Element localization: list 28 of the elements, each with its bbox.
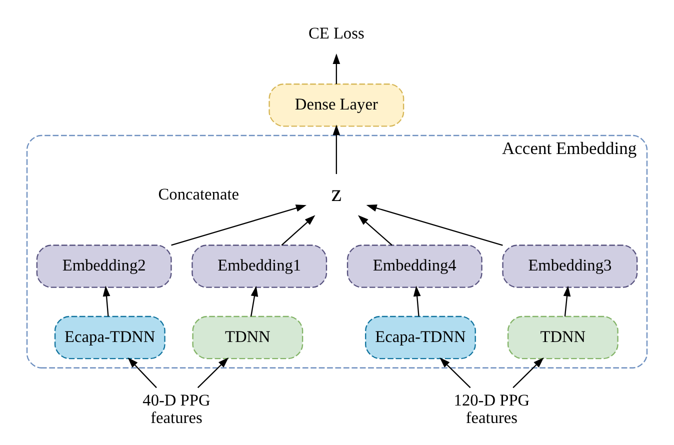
- node-text: 40-D PPG features: [142, 390, 210, 427]
- arrow: [128, 357, 157, 388]
- node-box: TDNN: [507, 316, 618, 360]
- arrow: [413, 286, 421, 316]
- arrow: [250, 286, 258, 316]
- node-box: Embedding1: [192, 244, 328, 288]
- node-box: Embedding4: [346, 244, 482, 288]
- arrow: [512, 357, 544, 388]
- arrow: [281, 215, 316, 246]
- arrow: [440, 357, 471, 388]
- arrow: [171, 204, 306, 246]
- node-box: Ecapa-TDNN: [54, 316, 166, 360]
- arrow: [332, 53, 340, 84]
- node-text: z: [331, 180, 342, 207]
- node-box: Embedding3: [502, 244, 638, 288]
- node-box: TDNN: [192, 316, 304, 360]
- node-text: 120-D PPG features: [454, 390, 530, 427]
- arrow: [366, 204, 503, 246]
- node-box: Dense Layer: [268, 84, 404, 127]
- arrow: [197, 357, 229, 388]
- arrow: [102, 286, 110, 316]
- arrow: [332, 124, 340, 174]
- arrow: [358, 215, 392, 246]
- node-box: Embedding2: [36, 244, 172, 288]
- node-text: CE Loss: [308, 23, 364, 42]
- node-box: Ecapa-TDNN: [365, 316, 476, 360]
- arrow: [563, 286, 571, 316]
- label: Concatenate: [158, 184, 239, 204]
